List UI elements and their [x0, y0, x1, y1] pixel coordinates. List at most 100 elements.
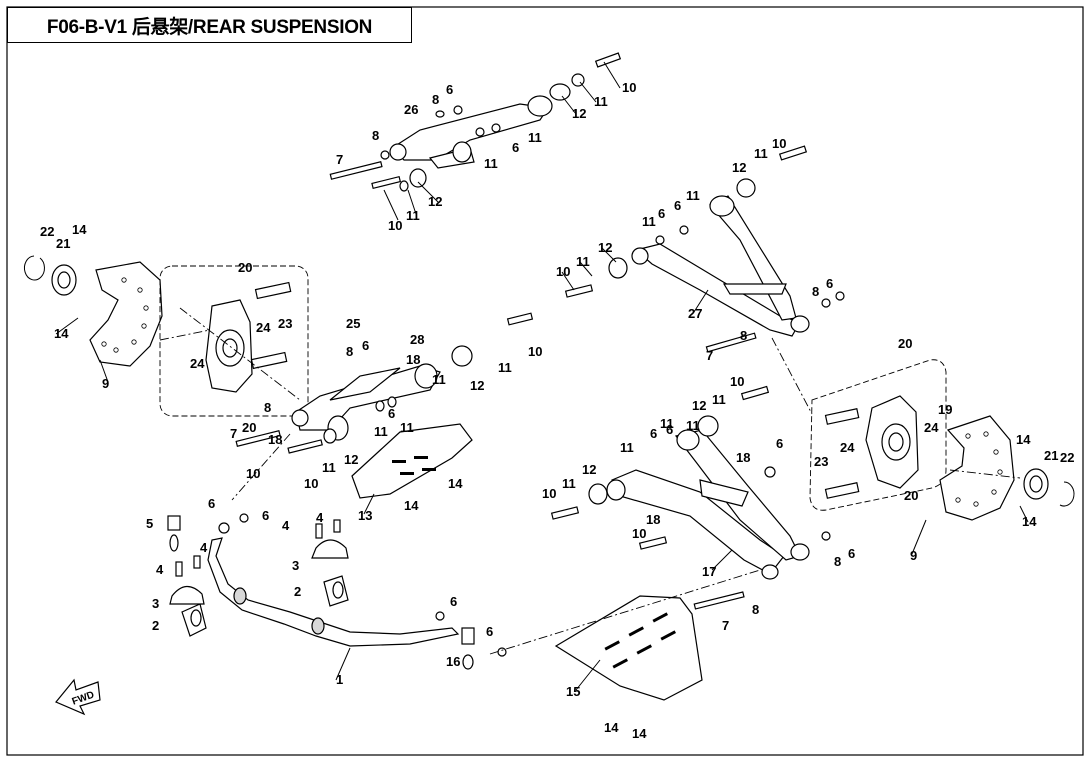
callout: 10	[528, 344, 542, 359]
callout: 17	[702, 564, 716, 579]
callout: 12	[344, 452, 358, 467]
leader-line	[99, 359, 109, 383]
callout: 10	[304, 476, 318, 491]
callout: 10	[388, 218, 402, 233]
leader-line	[693, 289, 709, 313]
callout: 21	[1044, 448, 1058, 463]
lower-a-arm-right	[550, 332, 831, 610]
left-knuckle	[159, 265, 309, 417]
callout: 8	[264, 400, 271, 415]
callout: 6	[658, 206, 665, 221]
leader-line	[561, 271, 575, 291]
callout: 9	[102, 376, 109, 391]
callout: 4	[282, 518, 290, 533]
callout: 3	[292, 558, 299, 573]
skid-plate-left	[351, 423, 473, 499]
callout: 6	[388, 406, 395, 421]
left-brake-disc	[89, 261, 163, 367]
callout: 20	[242, 420, 256, 435]
leader-line	[561, 95, 577, 115]
callout: 14	[604, 720, 619, 735]
leader-line	[601, 247, 617, 263]
callout: 19	[938, 402, 952, 417]
callout: 6	[674, 198, 681, 213]
callout: 26	[404, 102, 418, 117]
callout: 11	[686, 188, 700, 203]
callout: 14	[1022, 514, 1037, 529]
callout: 8	[834, 554, 841, 569]
callout: 11	[686, 418, 700, 433]
leader-line	[579, 81, 597, 103]
callout: 11	[754, 146, 768, 161]
callout: 4	[156, 562, 164, 577]
callout: 11	[642, 214, 656, 229]
left-bearing	[24, 255, 77, 296]
callout: 16	[446, 654, 460, 669]
callout: 20	[904, 488, 918, 503]
callout: 14	[404, 498, 419, 513]
leader-line	[711, 549, 733, 571]
callout: 10	[632, 526, 646, 541]
callout: 28	[410, 332, 424, 347]
callout: 11	[432, 372, 446, 387]
callout: 20	[898, 336, 912, 351]
callout: 14	[72, 222, 87, 237]
callout: 12	[572, 106, 586, 121]
callout: 6	[486, 624, 493, 639]
callout: 6	[848, 546, 855, 561]
callout: 3	[152, 596, 159, 611]
lower-a-arm-left	[235, 312, 534, 454]
callout: 11	[712, 392, 726, 407]
callout: 11	[620, 440, 634, 455]
leader-line	[55, 317, 79, 335]
callout: 12	[470, 378, 484, 393]
callout: 10	[556, 264, 570, 279]
callout: 2	[152, 618, 159, 633]
callout: 11	[400, 420, 414, 435]
callout: 8	[346, 344, 353, 359]
callout: 24	[190, 356, 205, 371]
callout: 24	[256, 320, 271, 335]
callout: 6	[450, 594, 457, 609]
callout: 14	[632, 726, 647, 741]
callout: 11	[594, 94, 608, 109]
leader-line	[335, 647, 351, 681]
callout: 25	[346, 316, 360, 331]
callout: 6	[650, 426, 657, 441]
stabilizer-bar	[207, 537, 460, 647]
callout: 18	[406, 352, 420, 367]
callout: 11	[374, 424, 388, 439]
leader-line	[575, 659, 601, 691]
leader-line	[911, 519, 927, 555]
drawing-border	[6, 6, 1084, 756]
skid-plate-right	[554, 595, 703, 701]
callout: 11	[562, 476, 576, 491]
callout: 5	[146, 516, 153, 531]
right-brake-disc	[939, 415, 1015, 521]
callout: 2	[294, 584, 301, 599]
callout: 14	[1016, 432, 1031, 447]
callout: 7	[230, 426, 237, 441]
callout: 23	[814, 454, 828, 469]
callout: 13	[358, 508, 372, 523]
assembly-lines	[159, 307, 1021, 655]
callout: 8	[372, 128, 379, 143]
leader-line	[363, 493, 375, 515]
callout: 7	[706, 348, 713, 363]
callout: 4	[316, 510, 324, 525]
leader-line	[603, 61, 621, 89]
fwd-arrow: FWD	[55, 678, 101, 716]
callout: 10	[622, 80, 636, 95]
callout: 14	[54, 326, 69, 341]
callout: 6	[666, 422, 673, 437]
callout: 6	[262, 508, 269, 523]
callout: 11	[576, 254, 590, 269]
callout: 11	[484, 156, 498, 171]
callout: 24	[840, 440, 855, 455]
upper-a-arm-right	[564, 145, 845, 337]
callout: 22	[40, 224, 54, 239]
callout: 6	[826, 276, 833, 291]
stabilizer-bushings	[167, 513, 507, 670]
callout: 4	[200, 540, 208, 555]
callout: 23	[278, 316, 292, 331]
